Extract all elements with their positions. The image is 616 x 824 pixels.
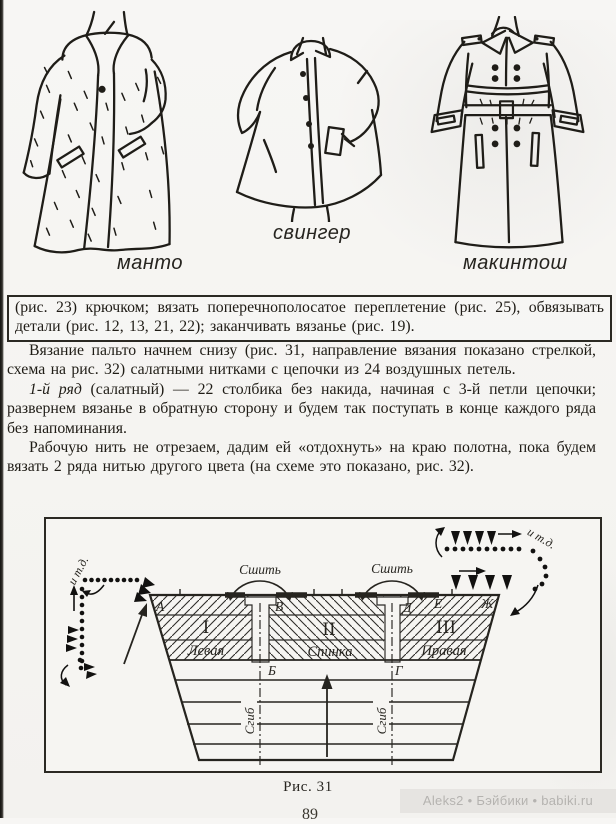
watermark: Aleks2 • Бэйбики • babiki.ru: [400, 789, 616, 813]
paragraph-knitting-start: Вязание пальто начнем снизу (рис. 31, на…: [7, 342, 596, 379]
fold-label-left-group: Сгиб: [241, 699, 257, 743]
section-1-name: Левая: [187, 643, 225, 659]
swinger-outline: [235, 36, 383, 222]
manto-button: [98, 85, 106, 93]
section-3-numeral: III: [436, 618, 456, 638]
sew-arcs: [229, 580, 423, 600]
row-1-rest: (салатный) — 22 столбика без накида, нач…: [7, 380, 596, 437]
section-2-name: Спинка: [307, 644, 352, 660]
fold-label-right: Сгиб: [374, 707, 389, 734]
sew-arc-arrowheads: [227, 592, 425, 601]
point-letters: А В Д Е Ж Б Г: [155, 596, 494, 678]
point-g-label: Г: [394, 663, 404, 678]
paragraph-working-thread: Рабочую нить не отрезаем, дадим ей «отдо…: [7, 439, 596, 476]
fur-texture: [29, 66, 165, 242]
crochet-notation-left: [60, 577, 155, 687]
section-3-name: Правая: [420, 643, 466, 659]
fold-label-left: Сгиб: [242, 707, 257, 734]
page-number: 89: [302, 806, 318, 823]
armhole-slits: [244, 596, 409, 663]
row-1-lead: 1-й ряд: [29, 380, 82, 398]
point-a-label: А: [155, 599, 165, 614]
coat-label-manto: манто: [117, 252, 183, 274]
knitting-scheme-diagram: Сшить Сшить А В Д Е Ж Б Г I II III Левая…: [60, 525, 558, 767]
mackintosh-outline: [430, 16, 585, 249]
fold-label-right-group: Сгиб: [373, 699, 389, 743]
etc-label-right: и т.д.: [525, 525, 558, 552]
sew-label-1: Сшить: [239, 562, 281, 577]
coat-label-swinger: свингер: [273, 222, 351, 244]
paragraph-row-1: 1-й ряд (салатный) — 22 столбика без нак…: [7, 380, 596, 438]
etc-label-left: и т.д.: [65, 554, 91, 587]
figure-caption: Рис. 31: [283, 779, 333, 795]
section-2-numeral: II: [322, 620, 335, 640]
body-text: Вязание пальто начнем снизу (рис. 31, на…: [7, 341, 596, 477]
point-e-label: Е: [433, 596, 443, 611]
section-names: Левая Спинка Правая: [187, 643, 467, 660]
scan-edge-artifact: [0, 0, 4, 818]
swinger-buttons: [300, 71, 314, 149]
sew-label-2: Сшить: [371, 561, 413, 576]
section-numerals: I II III: [203, 618, 456, 640]
point-b-label: Б: [267, 663, 276, 678]
coat-label-mackintosh: макинтош: [463, 252, 568, 274]
section-1-numeral: I: [203, 618, 210, 638]
knit-direction-arrow-left: [123, 603, 147, 665]
point-d-label: Д: [401, 600, 413, 615]
coat-manto-illustration: [22, 10, 171, 254]
knit-direction-arrow-center: [321, 674, 333, 757]
mackintosh-buttons: [477, 37, 539, 148]
boxed-note: (рис. 23) крючком; вязать поперечнополос…: [7, 295, 612, 342]
coat-mackintosh-illustration: [430, 16, 585, 249]
point-zh-label: Ж: [480, 596, 494, 611]
coat-swinger-illustration: [235, 36, 383, 222]
crochet-notation-right: [435, 527, 549, 616]
manto-outline: [22, 10, 171, 254]
point-v-label: В: [275, 599, 283, 614]
diagram-figure-frame: Сшить Сшить А В Д Е Ж Б Г I II III Левая…: [44, 517, 602, 773]
hatched-sections: [150, 595, 499, 660]
